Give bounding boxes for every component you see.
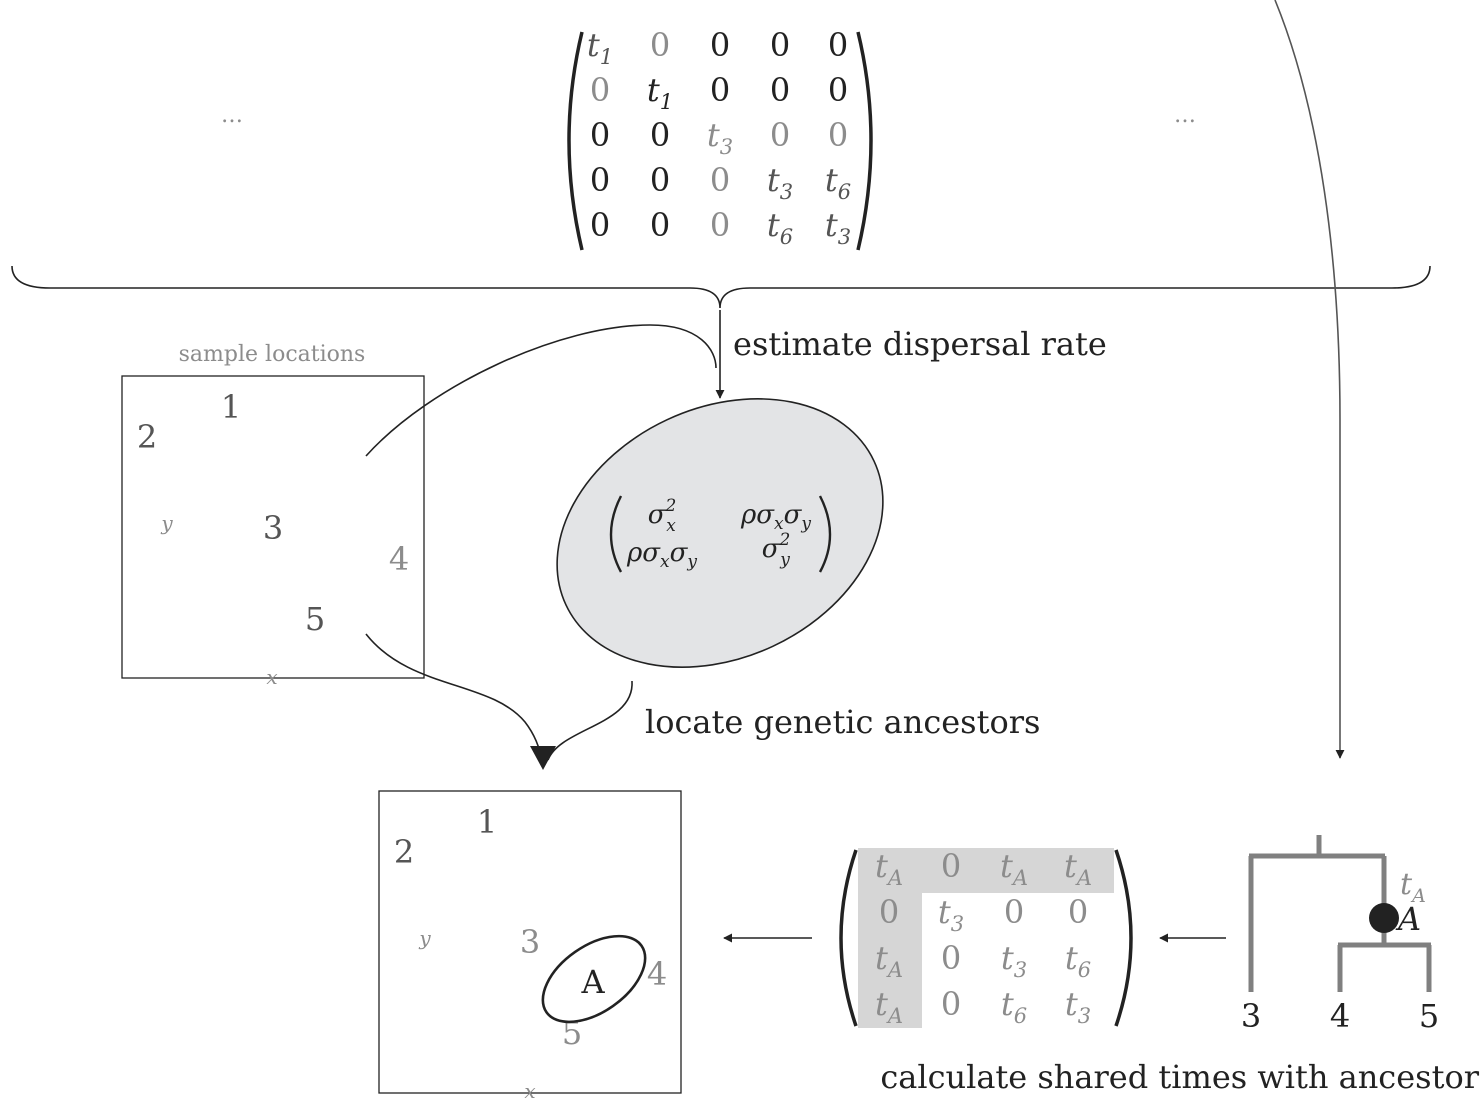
top-matrix-cell-2-4: 0 (770, 71, 790, 109)
ancestor-map-point-4: 4 (647, 955, 667, 993)
sample-point-4: 4 (389, 540, 409, 578)
ancestor-map-point-3: 3 (520, 923, 540, 961)
ancestor-map-point-2: 2 (394, 833, 414, 871)
tree-node-time: tA (1400, 867, 1426, 907)
long-curve-to-tree (1274, 0, 1345, 759)
sigma-a12: ρσxσy (740, 500, 811, 534)
curve-sample-to-ancestor-map (365, 633, 543, 763)
bottom-matrix-cell-2-2: t3 (938, 893, 964, 936)
bottom-matrix-cell-2-4: 0 (1068, 893, 1088, 931)
sigma-right-paren (818, 495, 832, 573)
sample-locations-box (121, 375, 425, 679)
ancestor-map-axis-x: x (524, 1079, 535, 1100)
tree-tip-4: 4 (1330, 997, 1350, 1035)
ancestor-node-marker (1369, 903, 1399, 933)
bottom-matrix-cell-3-1: tA (875, 939, 903, 982)
dispersal-covariance-ellipse (556, 398, 884, 668)
top-matrix-cell-5-1: 0 (590, 206, 610, 244)
top-matrix-right-paren (856, 31, 873, 251)
top-matrix-left-paren (567, 31, 584, 251)
arrowhead-ancestor-map (530, 746, 556, 770)
bottom-matrix-cell-4-3: t6 (1001, 985, 1027, 1028)
ellipsis-left: … (221, 103, 243, 128)
ancestor-map-point-1: 1 (477, 803, 497, 841)
sigma-a21: ρσxσy (626, 538, 697, 572)
sample-axis-x: x (266, 665, 277, 689)
locate-label: locate genetic ancestors (645, 703, 1040, 741)
bottom-matrix-cell-3-4: t6 (1065, 939, 1091, 982)
bottom-matrix-cell-1-4: tA (1064, 847, 1092, 890)
bottom-matrix-cell-1-3: tA (1000, 847, 1028, 890)
top-matrix-cell-3-2: 0 (650, 116, 670, 154)
top-matrix-cell-2-5: 0 (828, 71, 848, 109)
top-matrix-cell-1-5: 0 (828, 26, 848, 64)
bottom-matrix-cell-2-1: 0 (879, 893, 899, 931)
top-matrix-cell-4-1: 0 (590, 161, 610, 199)
top-matrix-cell-1-1: t1 (587, 26, 613, 69)
top-matrix-cell-3-5: 0 (828, 116, 848, 154)
top-matrix-cell-1-4: 0 (770, 26, 790, 64)
curve-sigma-to-ancestor-map (547, 680, 633, 761)
sample-point-3: 3 (263, 509, 283, 547)
sample-point-1: 1 (221, 388, 241, 426)
sample-locations-title: sample locations (179, 342, 366, 367)
top-matrix-cell-4-4: t3 (767, 161, 793, 204)
top-matrix-cell-4-5: t6 (825, 161, 851, 204)
top-matrix-cell-3-1: 0 (590, 116, 610, 154)
matrix-highlight-row (858, 848, 1114, 893)
ancestor-map-axis-y: y (418, 926, 431, 950)
bottom-matrix-cell-1-2: 0 (941, 847, 961, 885)
bottom-matrix-cell-4-4: t3 (1065, 985, 1091, 1028)
bottom-matrix-left-paren (839, 849, 858, 1027)
sample-axis-y: y (160, 511, 173, 535)
top-matrix-cell-2-1: 0 (590, 71, 610, 109)
sample-point-5: 5 (305, 600, 325, 638)
top-matrix-cell-4-2: 0 (650, 161, 670, 199)
bottom-matrix-cell-3-2: 0 (941, 939, 961, 977)
tree-tip-3: 3 (1241, 997, 1261, 1035)
top-matrix-cell-3-3: t3 (707, 116, 733, 159)
matrix-highlight-col (858, 893, 922, 1028)
estimate-label: estimate dispersal rate (733, 325, 1107, 363)
curly-brace (11, 265, 1431, 309)
calculate-label: calculate shared times with ancestor (880, 1058, 1479, 1096)
top-matrix-cell-5-5: t3 (825, 206, 851, 249)
top-matrix-cell-2-3: 0 (710, 71, 730, 109)
top-matrix-cell-2-2: t1 (647, 71, 673, 114)
ancestor-map-point-5: 5 (562, 1014, 582, 1052)
sigma-left-paren (609, 495, 623, 573)
ellipsis-right: … (1174, 103, 1196, 128)
tree-tip-5: 5 (1419, 997, 1439, 1035)
sample-point-2: 2 (137, 418, 157, 456)
top-matrix-cell-1-2: 0 (650, 26, 670, 64)
bottom-matrix-right-paren (1114, 849, 1133, 1027)
top-matrix-cell-5-3: 0 (710, 206, 730, 244)
top-matrix-cell-3-4: 0 (770, 116, 790, 154)
top-matrix-cell-5-4: t6 (767, 206, 793, 249)
top-matrix-cell-5-2: 0 (650, 206, 670, 244)
bottom-matrix-cell-4-2: 0 (941, 985, 961, 1023)
tree-node-label: A (1395, 900, 1421, 938)
ancestor-location-ellipse (541, 934, 647, 1024)
top-matrix-cell-1-3: 0 (710, 26, 730, 64)
bottom-matrix-cell-3-3: t3 (1001, 939, 1027, 982)
genealogy-tree (1248, 835, 1432, 992)
ancestor-map-box (378, 790, 682, 1094)
bottom-matrix-cell-2-3: 0 (1004, 893, 1024, 931)
ancestor-location-label: A (580, 963, 605, 1001)
top-matrix-cell-4-3: 0 (710, 161, 730, 199)
curve-sample-to-sigma (365, 324, 717, 457)
bottom-matrix-cell-4-1: tA (875, 985, 903, 1028)
bottom-matrix-cell-1-1: tA (875, 847, 903, 890)
